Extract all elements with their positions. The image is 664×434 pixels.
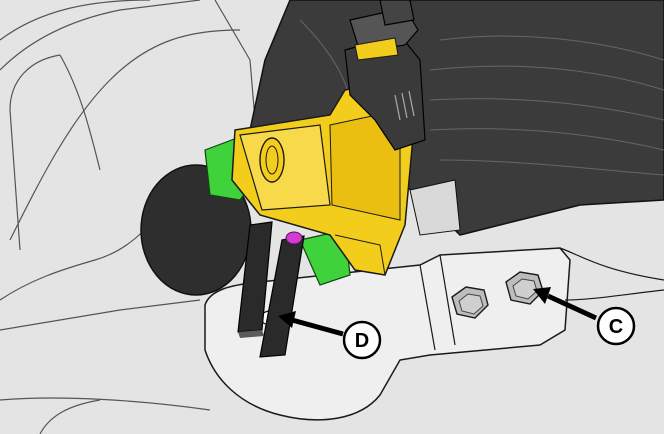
callout-circle: [596, 306, 636, 346]
arrowhead: [533, 287, 551, 304]
callout-label-c: C: [609, 316, 623, 338]
callout-c: C: [533, 287, 636, 346]
arrow-left-icon: [546, 293, 598, 321]
left-panel-outline: [0, 0, 256, 434]
callout-circle: [342, 320, 382, 360]
arrowhead: [278, 311, 296, 328]
arrow-left-icon: [291, 317, 344, 337]
magenta-pin: [285, 231, 303, 245]
sensor-body: [231, 79, 416, 276]
callout-d: D: [278, 311, 382, 360]
mounting-tabs: [237, 221, 305, 358]
bracket-bolt: [451, 286, 489, 319]
callout-label-d: D: [355, 330, 369, 352]
bracket-bolt: [505, 271, 544, 305]
wiring-connector: [344, 0, 426, 151]
bracket-bolts: [451, 271, 544, 319]
